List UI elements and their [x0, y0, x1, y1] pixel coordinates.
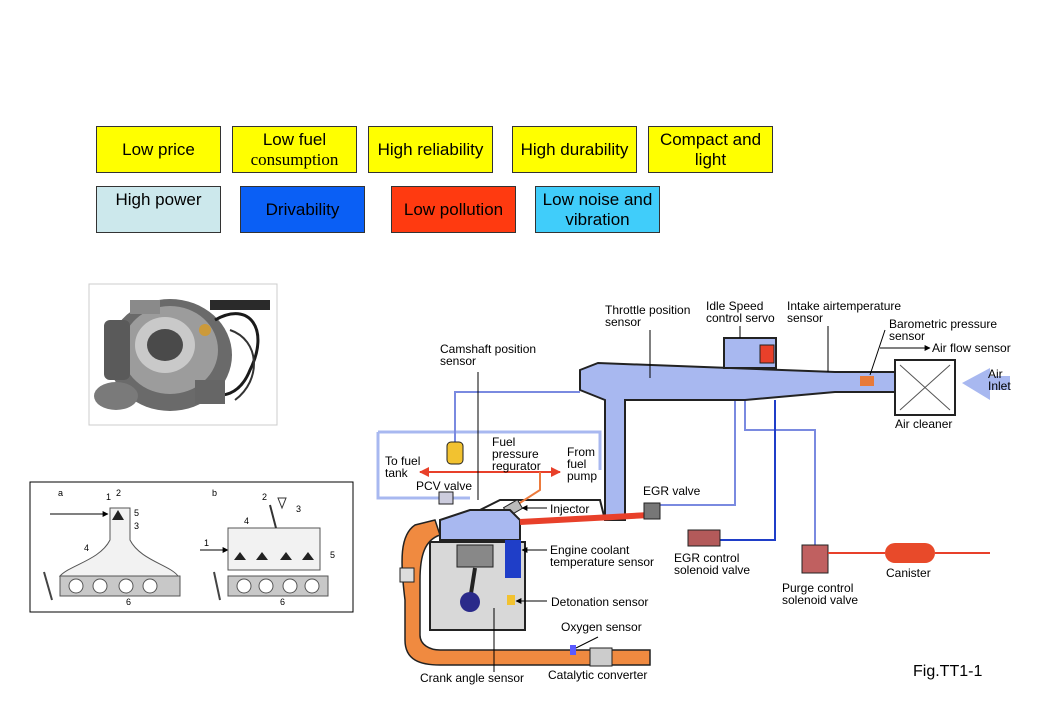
label-to-fuel-1: To fuel: [385, 454, 420, 468]
tag-low-fuel-consumption: Low fuel consumption: [232, 126, 357, 173]
manifold-num-5a: 5: [134, 508, 139, 518]
manifold-num-1a: 1: [106, 492, 111, 502]
label-catalytic: Catalytic converter: [548, 668, 647, 682]
label-purge-2: solenoid valve: [782, 593, 858, 607]
manifold-label-b: b: [212, 488, 217, 498]
label-baro-1: Barometric pressure: [889, 317, 997, 331]
label-detonation: Detonation sensor: [551, 595, 648, 609]
label-oxygen: Oxygen sensor: [561, 620, 642, 634]
label-from-fuel-1: From: [567, 445, 595, 459]
label-camshaft-1: Camshaft position: [440, 342, 536, 356]
label-pcv: PCV valve: [416, 479, 472, 493]
label-air-flow: Air flow sensor: [932, 341, 1011, 355]
tag-drivability-label: Drivability: [265, 199, 340, 219]
tag-high-durability: High durability: [512, 126, 637, 173]
label-egr-ctrl-1: EGR control: [674, 551, 739, 565]
tag-low-price-label: Low price: [122, 139, 195, 159]
label-egr-valve: EGR valve: [643, 484, 701, 498]
label-egr-ctrl-2: solenoid valve: [674, 563, 750, 577]
label-throttle-1: Throttle position: [605, 303, 690, 317]
tag-high-power: High power: [96, 186, 221, 233]
label-air-inlet-1: Air: [988, 367, 1003, 381]
label-baro-2: sensor: [889, 329, 925, 343]
label-intake-temp-2: sensor: [787, 311, 823, 325]
label-fuel-reg-1: Fuel: [492, 435, 515, 449]
manifold-num-4b: 4: [244, 516, 249, 526]
tag-compact-line1: Compact and: [659, 129, 762, 149]
manifold-num-5b: 5: [330, 550, 335, 560]
manifold-num-4a: 4: [84, 543, 89, 553]
tag-low-pollution: Low pollution: [391, 186, 516, 233]
label-camshaft-2: sensor: [440, 354, 476, 368]
tag-low-price: Low price: [96, 126, 221, 173]
tag-low-noise-line2: vibration: [565, 209, 630, 229]
label-injector: Injector: [550, 502, 589, 516]
label-throttle-2: sensor: [605, 315, 641, 329]
manifold-num-1b: 1: [204, 538, 209, 548]
tag-low-noise-vibration: Low noise and vibration: [535, 186, 660, 233]
figure-caption: Fig.TT1-1: [913, 663, 982, 680]
tag-compact-light: Compact and light: [648, 126, 773, 173]
label-air-cleaner: Air cleaner: [895, 417, 952, 431]
label-fuel-reg-2: pressure: [492, 447, 539, 461]
label-air-inlet-2: Inlet: [988, 379, 1011, 393]
tag-high-power-label: High power: [115, 190, 202, 209]
label-idle-2: control servo: [706, 311, 775, 325]
tag-low-noise-line1: Low noise and: [542, 189, 653, 209]
label-from-fuel-3: pump: [567, 469, 597, 483]
label-crank: Crank angle sensor: [420, 671, 524, 685]
manifold-label-a: a: [58, 488, 63, 498]
label-coolant-2: temperature sensor: [550, 555, 654, 569]
label-canister: Canister: [886, 566, 931, 580]
label-idle-1: Idle Speed: [706, 299, 763, 313]
manifold-num-2b: 2: [262, 492, 267, 502]
label-to-fuel-2: tank: [385, 466, 409, 480]
label-fuel-reg-3: regurator: [492, 459, 541, 473]
efi-system-diagram: Throttle position sensor Idle Speed cont…: [376, 299, 1011, 685]
label-purge-1: Purge control: [782, 581, 853, 595]
manifold-num-2a: 2: [116, 488, 121, 498]
tag-high-durability-label: High durability: [520, 139, 629, 159]
tag-high-reliability: High reliability: [368, 126, 493, 173]
label-coolant-1: Engine coolant: [550, 543, 630, 557]
tag-high-reliability-label: High reliability: [377, 139, 484, 159]
carburetor-photo: [88, 283, 278, 426]
tag-drivability: Drivability: [240, 186, 365, 233]
manifold-num-6a: 6: [126, 597, 131, 607]
manifold-schematic: a 1 2 5 3 4 6 b 2 3 4 1 5 6: [29, 481, 354, 613]
tag-low-fuel-line1: Low fuel: [262, 129, 327, 149]
tag-low-pollution-label: Low pollution: [403, 199, 504, 219]
tag-low-fuel-line2: consumption: [250, 149, 339, 169]
tag-compact-line2: light: [694, 149, 727, 169]
manifold-num-3a: 3: [134, 521, 139, 531]
label-intake-temp-1: Intake airtemperature: [787, 299, 901, 313]
manifold-num-6b: 6: [280, 597, 285, 607]
label-from-fuel-2: fuel: [567, 457, 586, 471]
manifold-num-3b: 3: [296, 504, 301, 514]
